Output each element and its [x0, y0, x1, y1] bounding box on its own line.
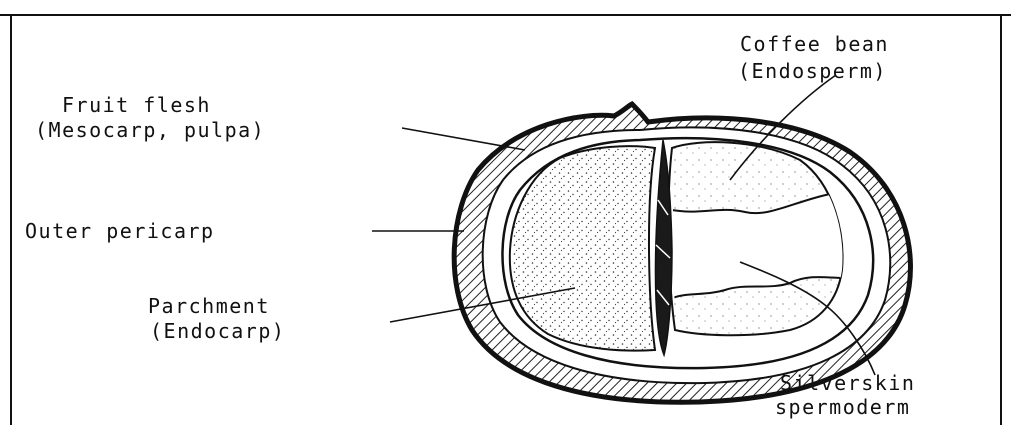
leader-fruit-flesh: [402, 128, 525, 150]
label-spermoderm: spermoderm: [775, 395, 910, 419]
label-silverskin: Silverskin: [780, 371, 915, 395]
label-endosperm: (Endosperm): [738, 59, 887, 83]
label-mesocarp: (Mesocarp, pulpa): [35, 118, 265, 142]
label-fruit-flesh: Fruit flesh: [62, 93, 211, 117]
label-outer-pericarp: Outer pericarp: [25, 219, 215, 243]
label-parchment: Parchment: [148, 294, 270, 318]
label-coffee-bean: Coffee bean: [740, 32, 889, 56]
label-endocarp: (Endocarp): [150, 319, 285, 343]
